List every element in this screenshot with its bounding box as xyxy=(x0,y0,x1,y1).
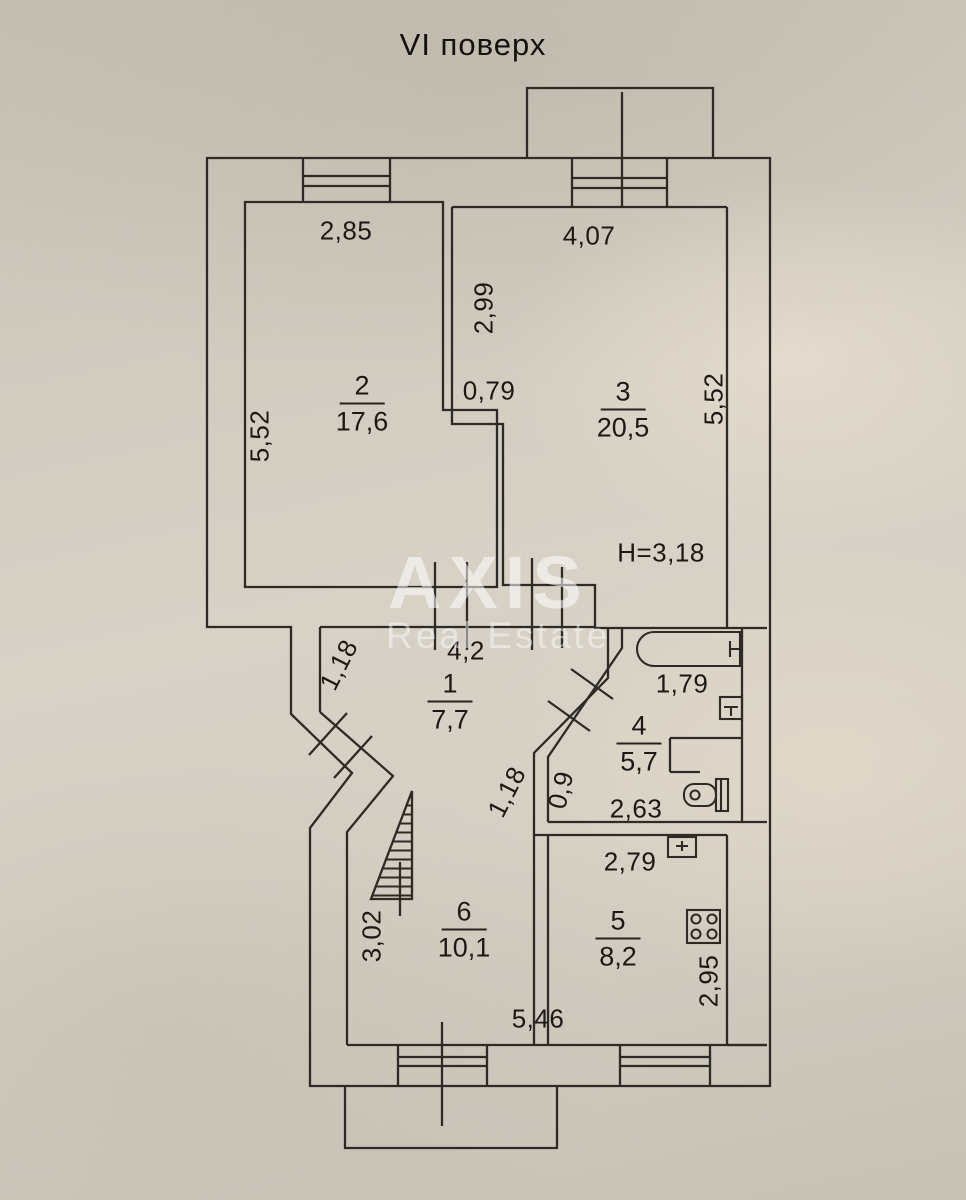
dim-room3-inner-depth: 2,99 xyxy=(468,281,499,335)
bathtub xyxy=(635,630,742,668)
bathroom-walls xyxy=(532,628,767,1045)
room-5-number: 5 xyxy=(595,907,641,940)
toilet xyxy=(682,777,730,813)
balcony-top xyxy=(525,86,715,158)
room-4-area: 5,7 xyxy=(620,746,658,777)
dim-bath-tub-length: 1,79 xyxy=(655,668,709,699)
entrance-door-marks xyxy=(308,712,373,779)
room-6-number: 6 xyxy=(441,898,487,931)
ceiling-height-label: H=3,18 xyxy=(617,537,705,568)
room2-walls xyxy=(243,200,499,589)
sink xyxy=(718,695,744,721)
stairs-hatch xyxy=(369,790,414,901)
bathroom-door-marks xyxy=(547,668,614,732)
dim-wall-jog: 0,79 xyxy=(462,375,516,406)
window-room3 xyxy=(570,158,669,207)
balcony-bottom xyxy=(343,1086,559,1150)
room-door-marks xyxy=(433,558,564,650)
room-2-number: 2 xyxy=(339,372,385,405)
room-4-number: 4 xyxy=(616,712,662,745)
dim-kitchen-depth: 2,95 xyxy=(693,954,724,1008)
dim-hall-length: 4,2 xyxy=(447,635,485,666)
dim-kitchen-width: 2,79 xyxy=(603,846,657,877)
room-1-area: 7,7 xyxy=(431,704,469,735)
room-label-1: 1 7,7 xyxy=(427,670,473,735)
kitchen-sink xyxy=(666,835,698,859)
room-label-5: 5 8,2 xyxy=(595,907,641,972)
room-label-2: 2 17,6 xyxy=(335,372,389,437)
room-3-number: 3 xyxy=(600,378,646,411)
room-label-6: 6 10,1 xyxy=(437,898,491,963)
dim-room2-depth: 5,52 xyxy=(244,409,275,463)
room-3-area: 20,5 xyxy=(596,412,650,443)
dim-bottom-width: 5,46 xyxy=(511,1003,565,1034)
window-room6 xyxy=(396,1045,489,1086)
room-2-area: 17,6 xyxy=(335,406,389,437)
window-room2 xyxy=(301,158,392,202)
room-6-area: 10,1 xyxy=(437,932,491,963)
stove-icon xyxy=(685,908,722,945)
room-1-number: 1 xyxy=(427,670,473,703)
dim-bath-width: 2,63 xyxy=(609,793,663,824)
room-5-area: 8,2 xyxy=(599,941,637,972)
page-title: VI поверх xyxy=(399,27,547,62)
dim-room6-depth: 3,02 xyxy=(356,909,387,963)
dim-room3-width: 4,07 xyxy=(562,220,616,251)
dim-room2-width: 2,85 xyxy=(319,215,373,246)
hallway-walls xyxy=(318,625,595,1045)
dim-room3-depth: 5,52 xyxy=(698,372,729,426)
outer-walls xyxy=(205,156,772,1088)
room-label-3: 3 20,5 xyxy=(596,378,650,443)
room-label-4: 4 5,7 xyxy=(616,712,662,777)
window-kitchen xyxy=(618,1045,712,1086)
